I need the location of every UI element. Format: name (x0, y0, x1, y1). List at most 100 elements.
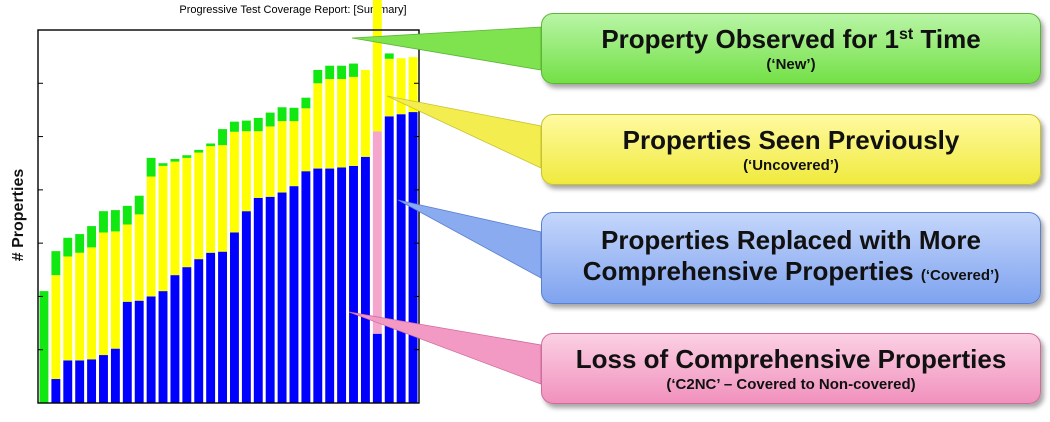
callout-new-subtitle: (‘New’) (766, 55, 816, 73)
bar-covered-4 (75, 360, 85, 403)
bar-covered-6 (99, 355, 108, 403)
bar-covered-28 (360, 156, 370, 403)
bar-covered-23 (301, 171, 311, 403)
bar-new-11 (158, 163, 168, 166)
bar-covered-17 (230, 232, 239, 403)
bar-covered-15 (206, 252, 216, 403)
callout-new-property: Property Observed for 1st Time (‘New’) (541, 13, 1041, 84)
bar-uncovered-8 (122, 224, 132, 302)
bar-covered-16 (218, 251, 227, 403)
bar-covered-10 (146, 296, 156, 403)
bar-uncovered-27 (349, 76, 358, 166)
bar-uncovered-32 (408, 57, 418, 113)
bar-covered-25 (325, 168, 335, 403)
bar-new-23 (301, 97, 311, 109)
bar-new-12 (170, 158, 180, 162)
callout-new-title: Property Observed for 1st Time (601, 24, 980, 55)
callout-c2nc-title: Loss of Comprehensive Properties (575, 343, 1007, 374)
bar-covered-13 (182, 267, 192, 403)
callout-connectors (348, 26, 542, 385)
bar-covered-8 (122, 301, 132, 403)
bar-uncovered-20 (265, 126, 275, 197)
bar-uncovered-13 (182, 157, 192, 268)
bar-uncovered-30 (384, 58, 394, 117)
bar-covered-5 (87, 359, 97, 403)
bar-covered-12 (170, 275, 180, 403)
bar-new-7 (110, 210, 120, 232)
bar-new-15 (206, 143, 216, 147)
bar-new-6 (99, 211, 108, 233)
bar-new-20 (265, 112, 275, 127)
bar-uncovered-4 (75, 252, 85, 361)
bar-uncovered-31 (396, 58, 406, 115)
callout-covered-line2-text: Comprehensive Properties (582, 256, 914, 286)
callout-uncovered-subtitle: (‘Uncovered’) (743, 156, 839, 174)
bar-uncovered-3 (63, 256, 73, 361)
bar-uncovered-25 (325, 79, 335, 169)
bar-uncovered-5 (87, 247, 97, 360)
bar-uncovered-7 (110, 231, 120, 349)
bar-new-25 (325, 65, 335, 80)
callout-new-title-sup: st (898, 25, 914, 43)
callout-new-title-text: Property Observed for 1 (601, 23, 899, 54)
bar-new-2 (51, 251, 61, 276)
bar-uncovered-29 (372, 0, 382, 132)
chart-title: Progressive Test Coverage Report: [Summa… (179, 4, 406, 16)
bar-uncovered-21 (277, 121, 287, 193)
bar-uncovered-17 (230, 131, 239, 233)
bar-covered-22 (289, 186, 299, 403)
bar-uncovered-23 (301, 108, 311, 172)
bar-covered-3 (63, 360, 73, 403)
callout-c2nc: Loss of Comprehensive Properties (‘C2NC’… (541, 333, 1041, 404)
bar-uncovered-26 (337, 79, 347, 168)
bar-new-26 (337, 65, 347, 80)
bar-uncovered-15 (206, 146, 216, 253)
bar-new-18 (241, 120, 251, 132)
bar-new-13 (182, 155, 192, 158)
bar-new-19 (253, 117, 263, 132)
bar-uncovered-24 (313, 83, 323, 169)
bar-covered-27 (349, 165, 358, 403)
bar-new-24 (313, 69, 323, 84)
bar-new-9 (134, 195, 144, 215)
bar-covered-24 (313, 168, 323, 403)
bar-covered-32 (408, 112, 418, 403)
bar-covered-26 (337, 167, 347, 403)
callout-new-title-end: Time (913, 23, 981, 54)
bar-covered-14 (194, 259, 204, 403)
bar-covered-19 (253, 197, 263, 403)
bar-covered-7 (110, 348, 120, 403)
bar-uncovered-28 (360, 69, 370, 157)
callout-uncovered-title: Properties Seen Previously (622, 124, 960, 155)
bar-new-17 (230, 121, 239, 132)
bar-new-1 (39, 291, 49, 403)
bar-new-5 (87, 226, 97, 248)
bar-uncovered-2 (51, 275, 61, 380)
callout-covered: Properties Replaced with More Comprehens… (541, 212, 1041, 304)
bar-covered-20 (265, 196, 275, 403)
bar-new-10 (146, 157, 156, 177)
bar-uncovered-22 (289, 121, 299, 187)
bar-uncovered-10 (146, 176, 156, 297)
bar-c2nc-29 (372, 131, 382, 334)
bar-new-21 (277, 107, 287, 122)
bar-covered-18 (241, 211, 251, 403)
bar-uncovered-16 (218, 145, 227, 252)
bar-covered-30 (384, 116, 394, 403)
bar-uncovered-18 (241, 131, 251, 212)
callout-c2nc-subtitle: (‘C2NC’ – Covered to Non-covered) (666, 375, 916, 393)
bar-uncovered-14 (194, 152, 204, 260)
bar-uncovered-19 (253, 131, 263, 198)
callout-uncovered: Properties Seen Previously (‘Uncovered’) (541, 114, 1041, 185)
bar-covered-31 (396, 114, 406, 403)
bar-covered-21 (277, 192, 287, 403)
callout-covered-subtitle: (‘Covered’) (920, 267, 1000, 284)
bar-uncovered-12 (170, 161, 180, 276)
bar-new-14 (194, 149, 204, 153)
bar-new-30 (384, 53, 394, 59)
bar-uncovered-6 (99, 232, 108, 356)
callout-covered-line2: Comprehensive Properties (‘Covered’) (583, 256, 999, 291)
y-axis-ticks (38, 82, 419, 351)
bars-group (39, 0, 418, 403)
